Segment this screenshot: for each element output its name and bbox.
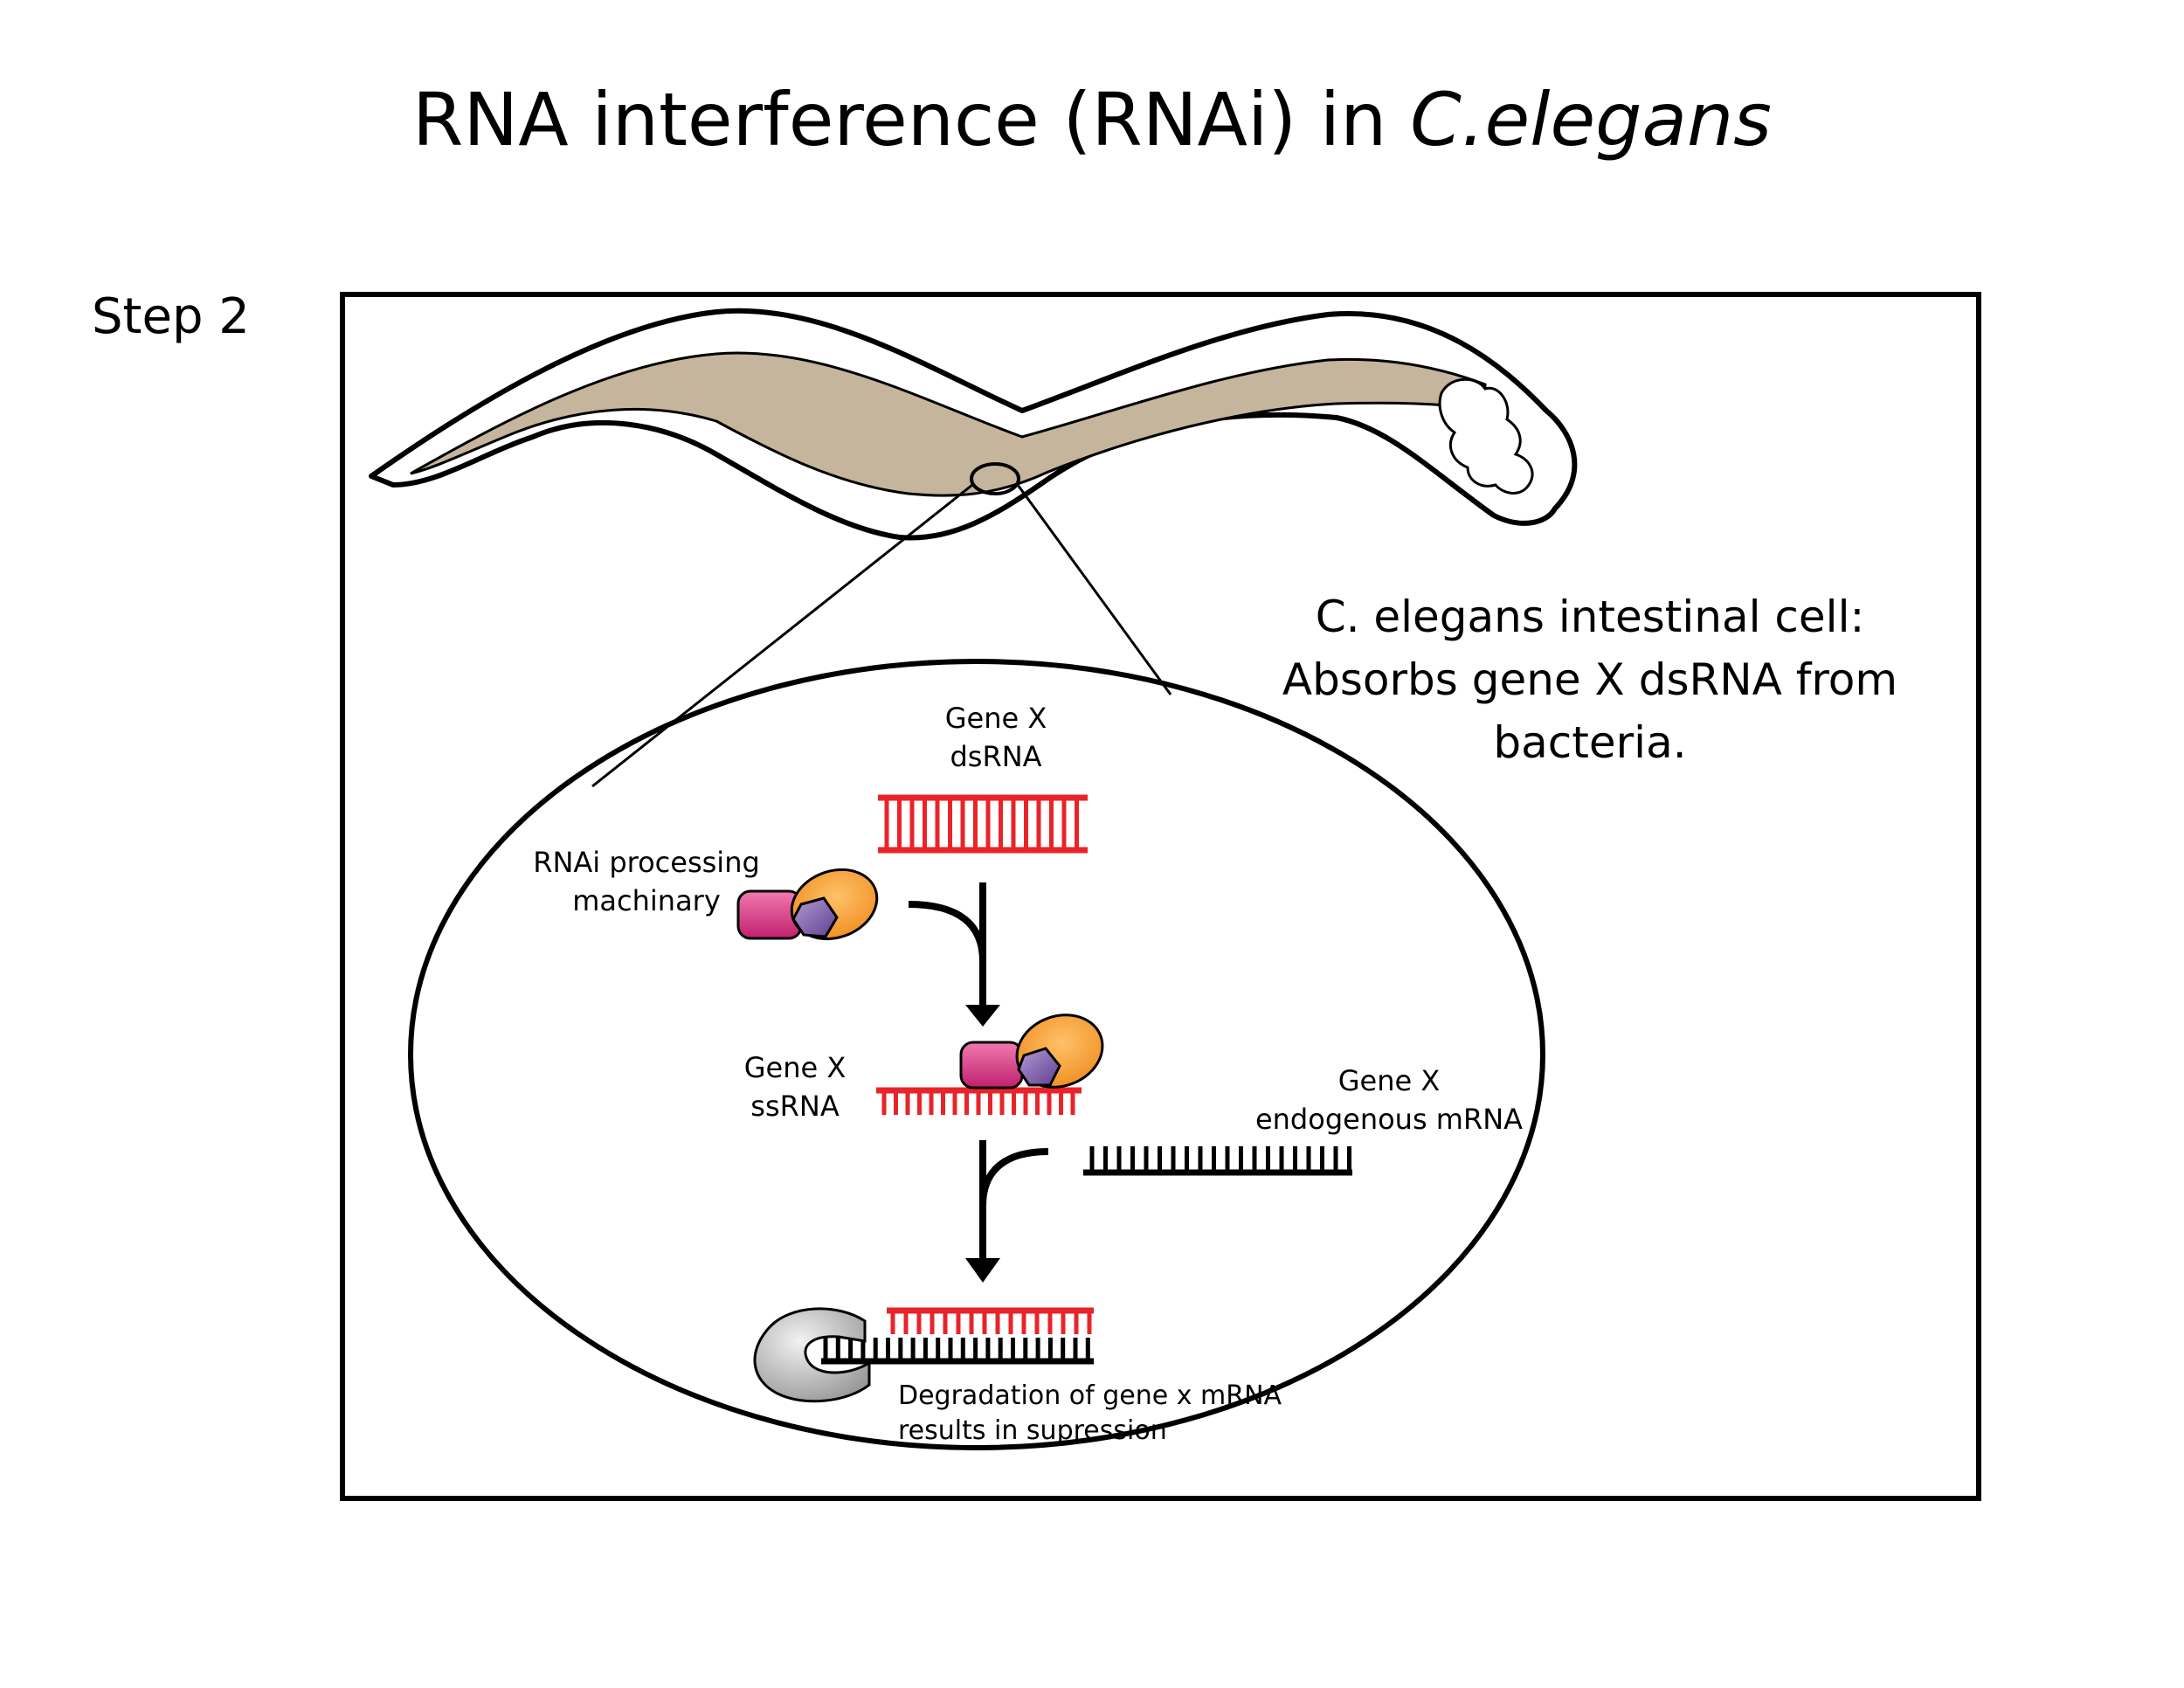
diagram-frame [340, 292, 1981, 1501]
machinery-label-line1: RNAi processing [533, 846, 760, 879]
dsrna-label-line2: dsRNA [950, 740, 1042, 773]
title-italic: C.elegans [1410, 77, 1772, 163]
protein-complex-icon-2 [959, 1013, 1104, 1090]
degradation-duplex-icon [821, 1307, 1094, 1365]
mrna-label-line2: endogenous mRNA [1254, 1103, 1524, 1136]
caption-line-2: Absorbs gene X dsRNA from bacteria. [1282, 654, 1898, 768]
arrow-2-icon [965, 1140, 1049, 1283]
cell-caption: C. elegans intestinal cell: Absorbs gene… [1188, 585, 1992, 774]
arrow-1-icon [908, 882, 1000, 1027]
ssrna-label-line2: ssRNA [750, 1090, 840, 1123]
ssrna-comb-icon [876, 1087, 1082, 1115]
machinery-label: RNAi processing machinary [524, 843, 769, 920]
dsrna-ladder-icon [878, 794, 1088, 854]
mrna-label-line1: Gene X [1337, 1064, 1441, 1097]
degradation-label: Degradation of gene x mRNA results in su… [898, 1379, 1300, 1449]
protein-complex-icon-1 [736, 868, 879, 941]
page-title: RNA interference (RNAi) in C.elegans [0, 77, 2184, 163]
step-label: Step 2 [92, 288, 250, 345]
mrna-comb-icon [1083, 1146, 1352, 1176]
zoom-line-left [591, 483, 973, 788]
dsrna-label: Gene X dsRNA [891, 699, 1101, 776]
degradation-label-line1: Degradation of gene x mRNA [898, 1380, 1282, 1411]
title-main: RNA interference (RNAi) in [412, 77, 1411, 163]
zoom-line-right [1016, 484, 1172, 695]
zoom-circle-icon [970, 462, 1020, 495]
degradation-label-line2: results in supression [898, 1415, 1167, 1446]
machinery-label-line2: machinary [572, 884, 721, 917]
ssrna-label-line1: Gene X [743, 1051, 847, 1084]
mrna-label: Gene X endogenous mRNA [1241, 1062, 1538, 1138]
ssrna-label: Gene X ssRNA [743, 1048, 847, 1125]
caption-line-1: C. elegans intestinal cell: [1315, 591, 1865, 642]
intestinal-cell [408, 659, 1545, 1450]
dsrna-label-line1: Gene X [944, 702, 1047, 735]
nuclease-icon [753, 1307, 871, 1403]
worm-icon [369, 308, 1578, 541]
